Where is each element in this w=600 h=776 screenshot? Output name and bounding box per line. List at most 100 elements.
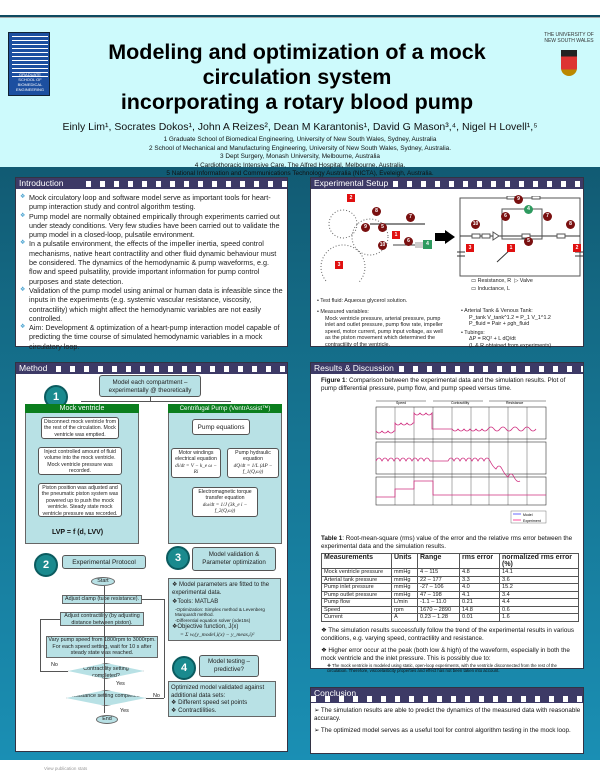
intro-bullet: In a pulsatile environment, the effects … xyxy=(20,239,283,285)
model-testing-details: Optimized model validated against additi… xyxy=(168,681,276,717)
table-caption: Table 1: Root-mean-square (rms) value of… xyxy=(321,535,573,550)
torque-transfer-box: Electromagnetic torque transfer equation… xyxy=(192,487,258,517)
lvp-equation: LVP = f (d, LVV) xyxy=(52,529,104,536)
flowchart-vary-speed: Vary pump speed from 1800rpm to 3000rpm.… xyxy=(46,636,158,658)
measured-variables: • Measured variables: Mock ventricle pre… xyxy=(317,309,443,348)
step-2-badge: 2 xyxy=(34,553,58,577)
introduction-panel: Introduction Mock circulatory loop and s… xyxy=(15,177,288,351)
node-7-icon: 7 xyxy=(406,213,415,222)
pump-equations-box: Pump equations xyxy=(192,419,250,435)
svg-text:Experiment: Experiment xyxy=(523,519,541,523)
experimental-setup-panel: Experimental Setup 2 8 7 9 5 1 6 10 4 3 … xyxy=(310,177,584,349)
svg-text:Speed: Speed xyxy=(396,401,406,405)
centrifugal-pump-heading: Centrifugal Pump (VentrAssist™) xyxy=(168,404,282,413)
mock-ventricle-heading: Mock ventricle xyxy=(25,404,139,413)
flowchart-end: End xyxy=(96,715,118,724)
intro-bullet: Pump model are normally obtained empiric… xyxy=(20,212,283,240)
test-fluid: • Test fluid: Aqueous glycerol solution. xyxy=(317,298,408,304)
figure-caption: Figure 1: Comparison between the experim… xyxy=(321,377,566,392)
graduate-school-logo-icon: GRADUATE SCHOOL OF BIOMEDICAL ENGINEERIN… xyxy=(8,32,50,96)
no-label: No xyxy=(153,693,160,699)
circuit-node-4-icon: 4 xyxy=(524,205,533,214)
yes-label: Yes xyxy=(120,708,129,714)
circuit-node-7-icon: 7 xyxy=(543,212,552,221)
flowchart-start: Start xyxy=(91,577,115,586)
validation-details: ❖ Model parameters are fitted to the exp… xyxy=(168,578,281,641)
circuit-node-9-icon: 9 xyxy=(514,195,523,204)
authors: Einly Lim¹, Socrates Dokos¹, John A Reiz… xyxy=(62,121,538,133)
node-3-icon: 3 xyxy=(335,261,343,269)
conclusion-point: ➢ The simulation results are able to pre… xyxy=(314,707,581,722)
unsw-logo-icon: THE UNIVERSITY OF NEW SOUTH WALES xyxy=(544,32,594,102)
poster-header: GRADUATE SCHOOL OF BIOMEDICAL ENGINEERIN… xyxy=(0,17,600,177)
method-panel: Method 1 Model each compartment – experi… xyxy=(15,362,288,752)
no-label: No xyxy=(51,662,58,668)
rms-error-table: Measurements Units Range rms error norma… xyxy=(321,553,579,622)
svg-text:Model: Model xyxy=(523,513,533,517)
arrow-right-icon xyxy=(435,230,455,244)
node-1-icon: 1 xyxy=(392,231,400,239)
circuit-node-3-icon: 3 xyxy=(466,244,474,252)
conclusion-point: ➢ The optimized model serves as a useful… xyxy=(314,727,571,734)
circuit-node-2-icon: 2 xyxy=(573,244,581,252)
legend-resistance: ▭ Resistance, R ▷ Valve xyxy=(471,278,533,284)
circuit-node-1-icon: 1 xyxy=(507,244,515,252)
introduction-heading: Introduction xyxy=(16,178,287,189)
node-4-icon: 4 xyxy=(423,240,432,249)
node-5-icon: 5 xyxy=(378,223,387,232)
model-compartment-box: Model each compartment – experimentally … xyxy=(99,375,201,397)
legend-inductance: ▭ Inductance, L xyxy=(471,286,510,292)
method-heading: Method xyxy=(16,363,287,374)
result-point-2-sub: ❖ The mock ventricle is modeled using st… xyxy=(327,663,557,674)
step-3-badge: 3 xyxy=(166,546,190,570)
figure-1-chart: Model Experiment Speed Contractility Res… xyxy=(375,400,547,524)
svg-text:Contractility: Contractility xyxy=(451,401,470,405)
node-9-icon: 9 xyxy=(361,223,370,232)
conclusion-heading: Conclusion xyxy=(311,688,583,703)
circuit-node-5-icon: 5 xyxy=(524,237,533,246)
intro-bullet: Validation of the pump model using anima… xyxy=(20,286,283,323)
mv-step-piston: Piston position was adjusted and the pne… xyxy=(38,483,122,517)
node-10-icon: 10 xyxy=(378,241,387,250)
node-2-icon: 2 xyxy=(347,194,355,202)
result-point-1: ❖ The simulation results successfully fo… xyxy=(321,627,574,642)
yes-label: Yes xyxy=(116,681,125,687)
setup-heading: Experimental Setup xyxy=(311,178,583,189)
results-panel: Results & Discussion Figure 1: Compariso… xyxy=(310,362,584,673)
mv-step-disconnect: Disconnect mock ventricle from the rest … xyxy=(41,417,119,439)
flowchart-resistance-decision: Resistance setting completed? xyxy=(66,690,146,706)
mv-step-inject: Inject controlled amount of fluid volume… xyxy=(38,447,122,475)
conclusion-panel: Conclusion ➢ The simulation results are … xyxy=(310,687,584,754)
result-point-2: ❖ Higher error occur at the peak (both l… xyxy=(321,647,570,662)
circuit-diagram xyxy=(457,196,583,277)
node-8-icon: 8 xyxy=(372,207,381,216)
flowchart-adjust-contractility: Adjust contractility (by adjusting dista… xyxy=(60,612,144,626)
flowchart-adjust-clamp: Adjust clamp (tube resistance). xyxy=(62,595,142,604)
model-validation-box: Model validation & Parameter optimizatio… xyxy=(192,547,276,571)
flowchart-contractility-decision: Contractility setting completed? xyxy=(68,663,144,679)
experimental-protocol-box: Experimental Protocol xyxy=(62,555,146,569)
circuit-node-10-icon: 10 xyxy=(471,220,480,229)
model-testing-box: Model testing – predictive? xyxy=(199,655,259,677)
affiliations: 1 Graduate School of Biomedical Engineer… xyxy=(149,136,451,177)
tank-equations: • Arterial Tank & Venous Tank: P_tank V_… xyxy=(461,308,552,349)
intro-bullet: Mock circulatory loop and software model… xyxy=(20,193,283,212)
node-6-icon: 6 xyxy=(404,237,413,246)
step-4-badge: 4 xyxy=(172,656,196,680)
intro-bullet: Aim: Development & optimization of a hea… xyxy=(20,323,283,351)
poster-title: Modeling and optimization of a mock circ… xyxy=(108,40,486,114)
svg-text:Resistance: Resistance xyxy=(506,401,523,405)
view-publication-stats-link[interactable]: View publication stats xyxy=(44,766,88,771)
circuit-node-8-icon: 8 xyxy=(566,220,575,229)
results-heading: Results & Discussion xyxy=(311,363,583,374)
circuit-node-6-icon: 6 xyxy=(501,212,510,221)
